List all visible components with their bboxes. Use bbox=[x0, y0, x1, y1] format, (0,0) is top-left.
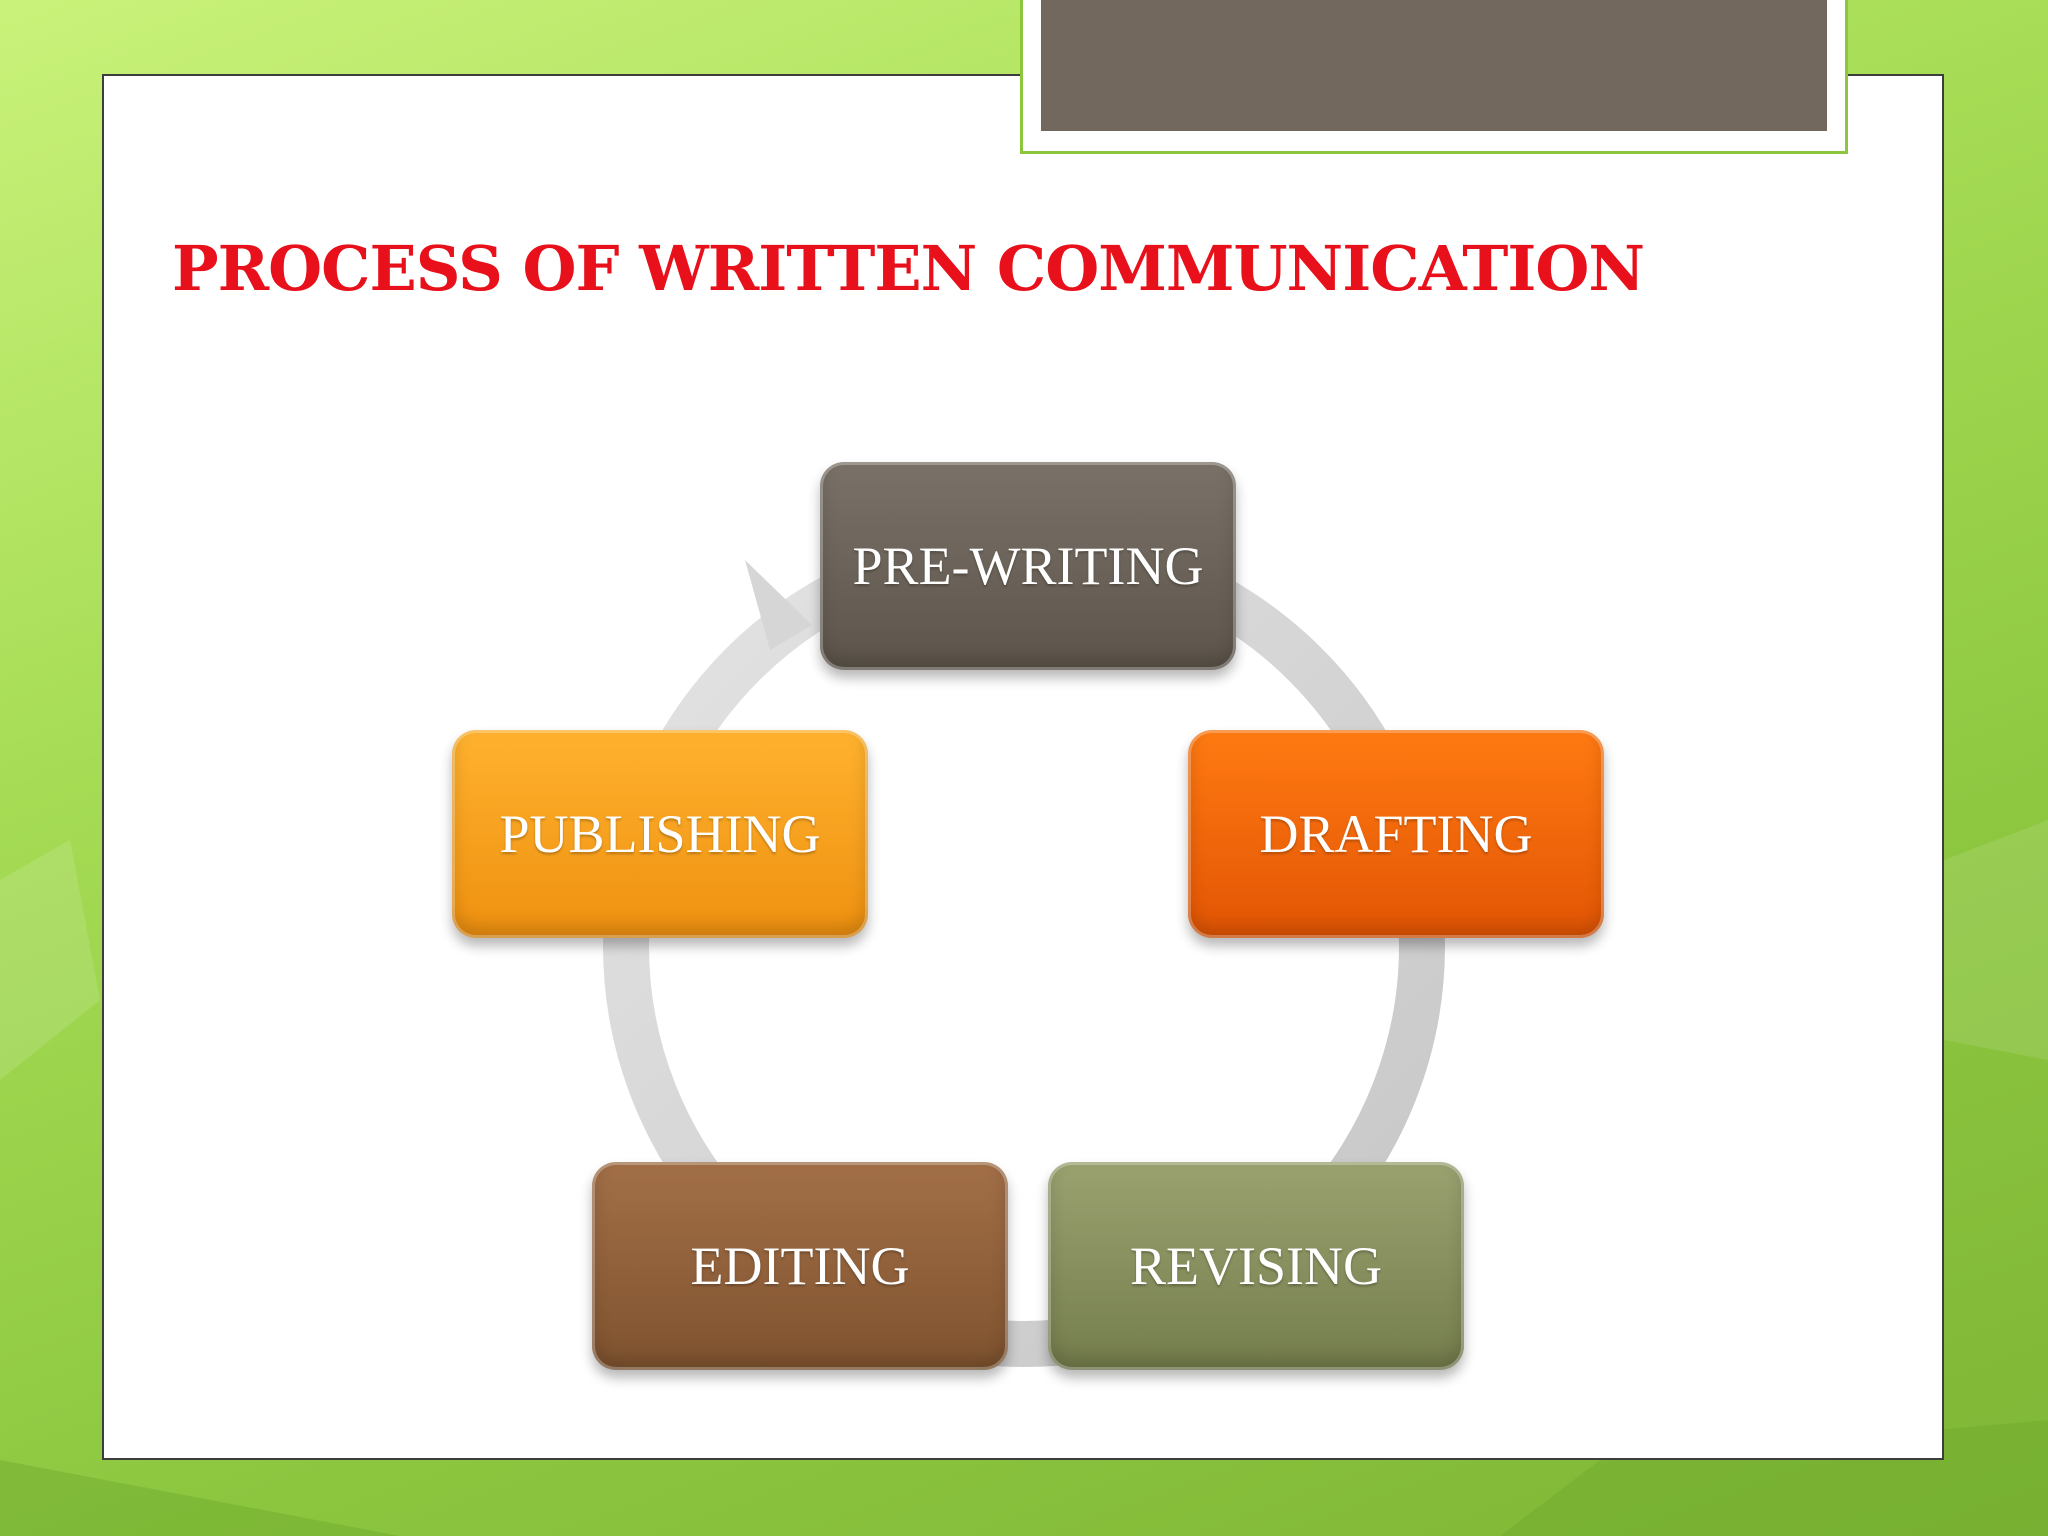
title-tab bbox=[1020, 0, 1848, 154]
title-tab-fill bbox=[1041, 0, 1827, 131]
step-pre-writing: PRE-WRITING bbox=[820, 462, 1236, 670]
step-revising: REVISING bbox=[1048, 1162, 1464, 1370]
slide-panel bbox=[102, 74, 1944, 1460]
step-label-drafting: DRAFTING bbox=[1259, 804, 1533, 864]
step-editing: EDITING bbox=[592, 1162, 1008, 1370]
step-label-pre-writing: PRE-WRITING bbox=[852, 536, 1204, 596]
step-label-revising: REVISING bbox=[1130, 1236, 1382, 1296]
slide-title: PROCESS OF WRITTEN COMMUNICATION bbox=[172, 232, 1645, 305]
step-publishing: PUBLISHING bbox=[452, 730, 868, 938]
step-drafting: DRAFTING bbox=[1188, 730, 1604, 938]
step-label-editing: EDITING bbox=[690, 1236, 910, 1296]
cycle-arrow-head bbox=[745, 560, 812, 650]
step-label-publishing: PUBLISHING bbox=[499, 804, 821, 864]
